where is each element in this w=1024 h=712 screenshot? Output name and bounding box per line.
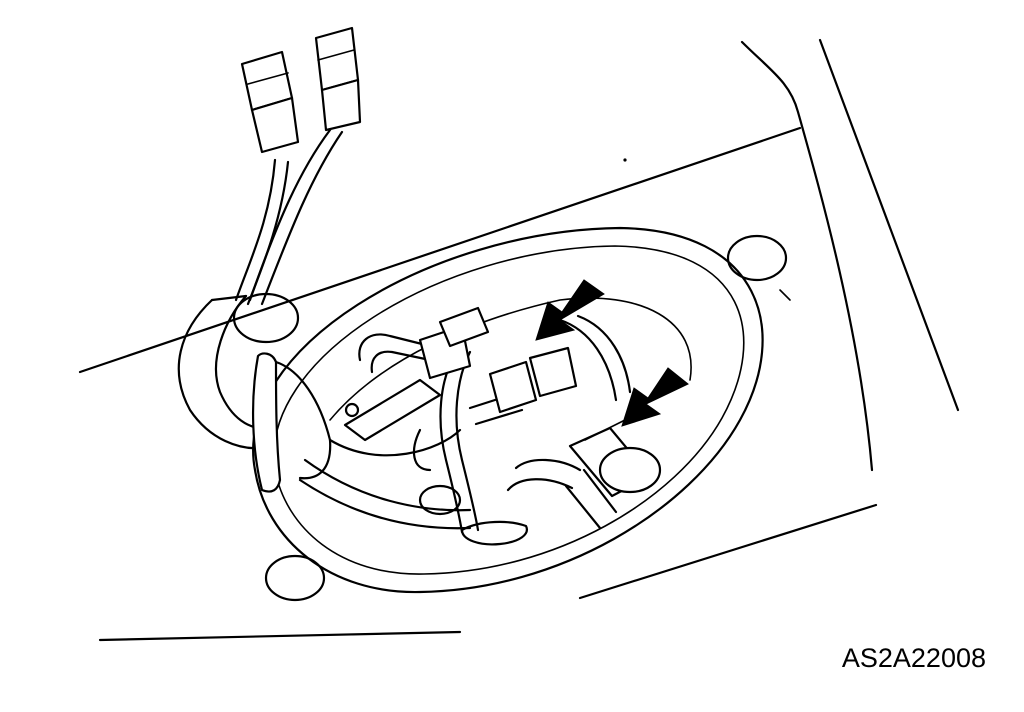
screw xyxy=(344,402,360,418)
fuel-gauge-float xyxy=(418,484,462,516)
fuel-hose-center xyxy=(412,346,578,472)
arrow-icon xyxy=(621,367,689,427)
figure-code: AS2A22008 xyxy=(841,643,986,673)
arrow-icon xyxy=(535,279,605,341)
electrical-connector xyxy=(314,26,362,132)
pump-wiring xyxy=(298,350,528,546)
hose-clamp xyxy=(528,346,578,398)
outlet-line xyxy=(506,314,632,530)
mounting-hole xyxy=(264,554,326,602)
quick-connector xyxy=(438,306,490,348)
mounting-hole xyxy=(726,234,788,282)
mounting-hole xyxy=(232,292,300,344)
grommet xyxy=(251,352,332,493)
wire-harness xyxy=(177,128,344,450)
electrical-connector xyxy=(240,50,300,154)
fuel-pump-body xyxy=(568,419,662,498)
service-opening xyxy=(252,226,764,594)
detail-marks xyxy=(623,158,791,301)
pump-base-plate xyxy=(329,297,692,442)
floor-panel xyxy=(78,38,960,642)
quick-connector xyxy=(488,360,538,414)
fuel-hose-left xyxy=(358,306,490,380)
